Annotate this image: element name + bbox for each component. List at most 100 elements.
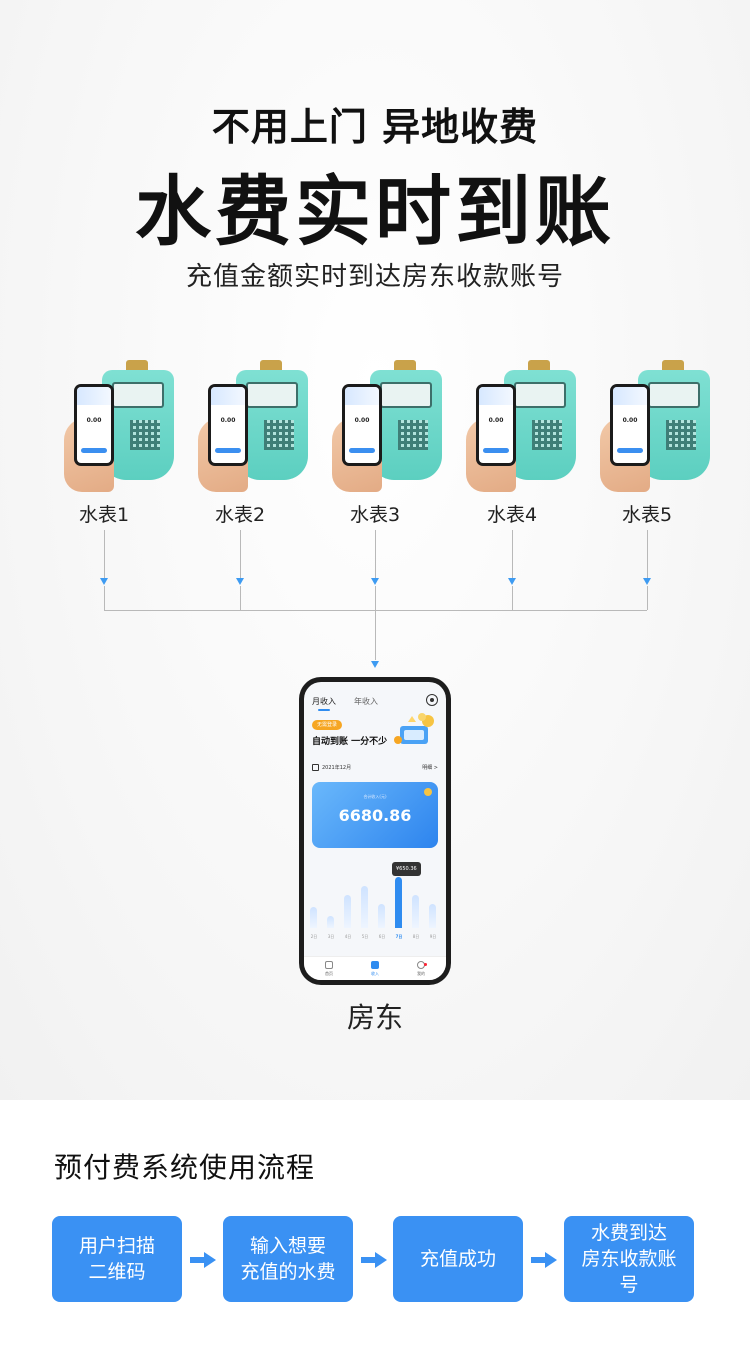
bottom-tab-bar: 首页 收入 我的 <box>304 956 446 980</box>
income-bar[interactable] <box>344 895 351 928</box>
coins-illustration-icon <box>394 713 434 744</box>
meter-label: 水表2 <box>214 504 266 526</box>
process-step-2: 输入想要充值的水费 <box>223 1216 353 1302</box>
arrow-down-icon <box>508 578 516 585</box>
connector-line <box>512 586 513 610</box>
connector-line <box>240 586 241 610</box>
connector-line <box>647 586 648 610</box>
landlord-phone: 月收入 年收入 无需登录 自动到账 一分不少 2021年12月 明细 > 合计收… <box>299 677 451 985</box>
status-badge: 无需登录 <box>312 720 343 730</box>
income-bar[interactable] <box>378 904 385 928</box>
meter-unit-3: 0.00 <box>332 358 444 492</box>
income-card-label: 合计收入(元) <box>363 794 387 799</box>
tab-year-income[interactable]: 年收入 <box>354 697 378 706</box>
detail-link[interactable]: 明细 > <box>422 765 438 771</box>
mini-phone-button <box>215 448 241 453</box>
income-icon <box>371 961 379 969</box>
meter-display <box>380 382 432 408</box>
nav-mine[interactable]: 我的 <box>406 961 436 977</box>
connector-line <box>375 530 376 578</box>
landlord-label: 房东 <box>346 1001 403 1034</box>
bar-day-label: 9日 <box>429 934 437 939</box>
mini-phone-button <box>617 448 643 453</box>
meter-display <box>112 382 164 408</box>
arrow-right-icon <box>361 1252 387 1268</box>
connector-line <box>240 530 241 578</box>
process-step-line: 充值的水费 <box>240 1261 336 1283</box>
bar-day-label: 5日 <box>361 934 369 939</box>
arrow-down-icon <box>371 578 379 585</box>
connector-line <box>512 530 513 578</box>
mini-phone: 0.00 <box>342 384 382 466</box>
subheadline: 不用上门 异地收费 <box>211 105 539 149</box>
income-bar[interactable] <box>327 916 334 928</box>
process-step-line: 用户扫描 <box>78 1235 155 1257</box>
bar-day-label: 4日 <box>344 934 352 939</box>
mini-phone: 0.00 <box>610 384 650 466</box>
process-step-text: 用户扫描二维码 <box>79 1233 155 1285</box>
process-step-line: 充值成功 <box>419 1248 496 1270</box>
meter-unit-5: 0.00 <box>600 358 712 492</box>
qr-code-icon <box>532 420 562 450</box>
process-step-line: 水费到达 <box>590 1222 667 1244</box>
mini-phone-button <box>483 448 509 453</box>
date-row: 2021年12月 明细 > <box>312 762 438 774</box>
process-step-3: 充值成功 <box>393 1216 523 1302</box>
bar-day-label: 6日 <box>378 934 386 939</box>
bar-day-label: 7日 <box>395 934 403 939</box>
nav-home[interactable]: 首页 <box>314 961 344 977</box>
nav-income-label: 收入 <box>371 971 379 976</box>
income-bar[interactable] <box>429 904 436 928</box>
process-title: 预付费系统使用流程 <box>54 1151 316 1184</box>
qr-code-icon <box>398 420 428 450</box>
bar-tooltip: ¥650.36 <box>392 862 421 876</box>
income-bar[interactable] <box>395 877 402 928</box>
home-icon <box>325 961 333 969</box>
nav-home-label: 首页 <box>325 971 333 976</box>
connector-line <box>375 586 376 610</box>
process-step-4: 水费到达房东收款账号 <box>564 1216 694 1302</box>
tagline: 充值金额实时到达房东收款账号 <box>185 262 564 292</box>
phone-slogan: 自动到账 一分不少 <box>312 737 388 747</box>
process-step-line: 房东收款账号 <box>581 1248 677 1296</box>
meter-label: 水表5 <box>621 504 673 526</box>
process-step-text: 充值成功 <box>420 1246 496 1272</box>
connector-line <box>104 530 105 578</box>
process-step-line: 输入想要 <box>249 1235 326 1257</box>
income-bar[interactable] <box>310 907 317 928</box>
date-label[interactable]: 2021年12月 <box>322 765 352 771</box>
tab-underline <box>318 709 330 711</box>
process-step-text: 输入想要充值的水费 <box>240 1233 335 1285</box>
income-bar[interactable] <box>361 886 368 928</box>
arrow-down-icon <box>236 578 244 585</box>
arrow-down-icon <box>100 578 108 585</box>
mini-phone-value: 0.00 <box>220 417 236 424</box>
phone-screen: 月收入 年收入 无需登录 自动到账 一分不少 2021年12月 明细 > 合计收… <box>304 682 446 980</box>
meter-label: 水表4 <box>486 504 538 526</box>
process-step-line: 二维码 <box>88 1261 146 1283</box>
nav-mine-label: 我的 <box>417 971 425 976</box>
mini-phone-value: 0.00 <box>488 417 504 424</box>
mini-phone-value: 0.00 <box>86 417 102 424</box>
qr-code-icon <box>130 420 160 450</box>
income-bar[interactable] <box>412 895 419 928</box>
nav-income[interactable]: 收入 <box>360 961 390 977</box>
qr-code-icon <box>666 420 696 450</box>
meter-display <box>514 382 566 408</box>
mini-phone-value: 0.00 <box>354 417 370 424</box>
calendar-icon <box>312 764 319 771</box>
bar-day-label: 2日 <box>310 934 318 939</box>
tab-month-income[interactable]: 月收入 <box>312 697 336 706</box>
connector-line <box>375 610 376 660</box>
mini-phone: 0.00 <box>476 384 516 466</box>
income-card-value: 6680.86 <box>338 806 412 825</box>
meter-display <box>648 382 700 408</box>
notification-dot <box>424 963 427 966</box>
connector-line <box>647 530 648 578</box>
mini-phone-button <box>349 448 375 453</box>
connector-line <box>104 586 105 610</box>
coin-icon <box>424 788 432 796</box>
menu-icon[interactable] <box>426 694 438 706</box>
headline: 水费实时到账 <box>135 167 615 256</box>
